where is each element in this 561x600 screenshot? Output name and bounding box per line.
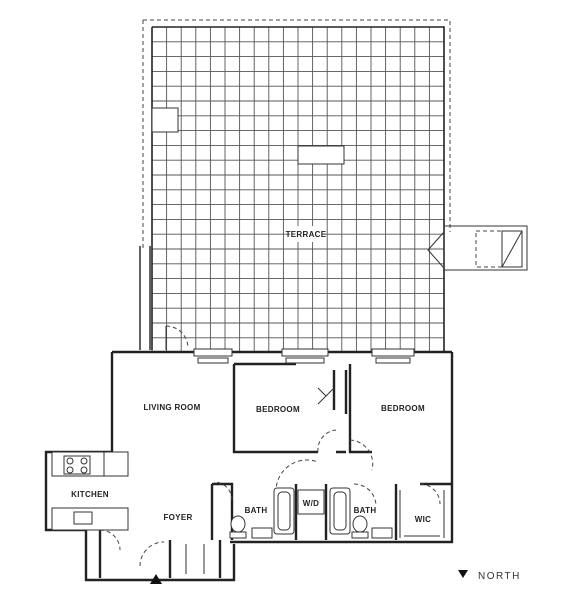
room-labels: LIVING ROOM BEDROOM BEDROOM FOYER BATH B…	[143, 403, 431, 524]
bath-sink-2	[371, 527, 393, 539]
terrace-table	[297, 145, 345, 165]
door-swings	[99, 325, 441, 574]
terrace-planter	[151, 107, 179, 133]
kitchen-sink	[73, 511, 93, 525]
terrace-label: TERRACE	[286, 230, 327, 239]
north-compass: NORTH	[458, 570, 521, 582]
bedroom-2-label: BEDROOM	[381, 404, 425, 413]
terrace-tile-grid	[151, 26, 445, 352]
tile-clear	[290, 226, 324, 242]
foyer-label: FOYER	[163, 513, 192, 522]
toilet-2	[352, 515, 368, 533]
north-label: NORTH	[478, 571, 521, 582]
kitchen: KITCHEN	[51, 451, 129, 531]
bath-sink-1	[251, 527, 273, 539]
bath-fixtures	[229, 487, 445, 539]
terrace-bump-out	[427, 225, 528, 271]
terrace: TERRACE	[139, 19, 528, 352]
bedroom-1-label: BEDROOM	[256, 405, 300, 414]
washer-dryer	[297, 489, 325, 515]
toilet-1	[230, 515, 246, 533]
entry-triangle-icon	[150, 574, 162, 584]
wic-label: WIC	[415, 515, 431, 524]
triangle-down-icon	[458, 570, 468, 578]
refrigerator	[103, 451, 129, 477]
stove	[63, 455, 91, 475]
bathtub-1	[273, 487, 295, 535]
windows	[193, 348, 415, 364]
bath-2-label: BATH	[354, 506, 377, 515]
bath-1-label: BATH	[245, 506, 268, 515]
living-room-label: LIVING ROOM	[143, 403, 200, 412]
bathtub-2	[329, 487, 351, 535]
kitchen-label: KITCHEN	[71, 490, 109, 499]
washer-dryer-label: W/D	[303, 499, 319, 508]
